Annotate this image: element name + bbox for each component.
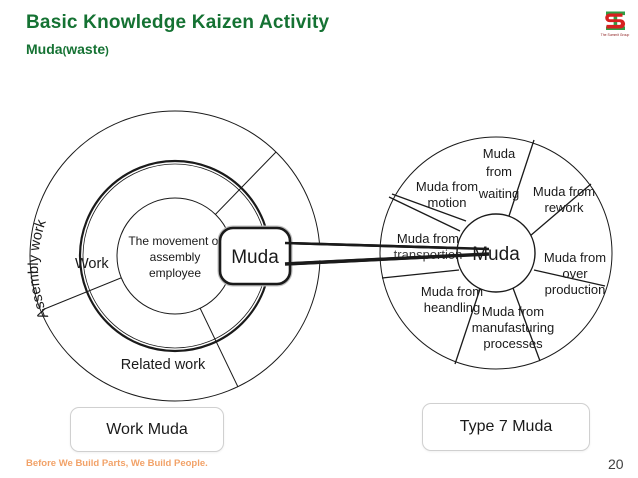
segment-over-production-line-2: over [562, 266, 588, 281]
segment-motion-line-1: Muda from [416, 179, 478, 194]
segment-manufacturing-processes[interactable]: Muda from manufasturing processes [472, 304, 554, 351]
left-muda-callout-box[interactable] [218, 226, 292, 286]
segment-handling[interactable]: Muda from heandling [421, 284, 483, 315]
left-muda-callout[interactable]: Muda [217, 225, 293, 287]
right-spoke-1 [508, 139, 535, 217]
left-outer-label-assembly: Assembly work [26, 217, 52, 321]
segment-waiting[interactable]: Muda from waiting [478, 146, 519, 201]
left-outer-label-assembly-path: Assembly work [26, 217, 52, 321]
right-spoke-5 [454, 288, 481, 365]
segment-over-production-line-3: production [545, 282, 606, 297]
segment-manufacturing-line-3: processes [483, 336, 543, 351]
segment-motion-line-2: motion [427, 195, 466, 210]
connector-arm-bottom-overlay [284, 252, 490, 266]
right-outer-circle [379, 136, 613, 370]
subtitle-word: waste [66, 41, 106, 57]
left-center-line-1: The movement of [128, 234, 222, 248]
segment-rework-line-1: Muda from [533, 184, 595, 199]
segment-rework-line-2: rework [544, 200, 584, 215]
right-spokes [381, 139, 606, 365]
right-spoke-3 [533, 269, 606, 287]
left-outer-label-related: Related work [121, 357, 206, 373]
segment-waiting-line-2: from [486, 164, 512, 179]
right-wheel-group: Muda Muda from waiting Muda from rework … [379, 136, 613, 370]
segment-over-production-line-1: Muda from [544, 250, 606, 265]
right-spoke-6 [381, 269, 460, 279]
subtitle-main: Muda [26, 41, 63, 57]
segment-rework[interactable]: Muda from rework [533, 184, 595, 215]
page-subtitle: Muda(waste) [26, 41, 109, 58]
page-number: 20 [608, 456, 624, 472]
type-7-muda-label-box[interactable]: Type 7 Muda [422, 403, 590, 451]
left-center-line-3: employee [149, 266, 201, 280]
segment-waiting-line-1: Muda [483, 146, 516, 161]
work-muda-label-box[interactable]: Work Muda [70, 407, 224, 452]
left-center-line-2: assembly [150, 250, 201, 264]
logo-caption: The Summit Group [600, 33, 630, 37]
segment-transportation-line-1: Muda from [397, 231, 459, 246]
logo-mark [605, 11, 626, 30]
left-inner-ring-label: Work [75, 256, 109, 272]
segment-manufacturing-line-1: Muda from [482, 304, 544, 319]
segment-manufacturing-line-2: manufasturing [472, 320, 554, 335]
segment-over-production[interactable]: Muda from over production [544, 250, 606, 297]
segment-handling-line-2: heandling [424, 300, 480, 315]
segment-handling-line-1: Muda from [421, 284, 483, 299]
right-spoke-4 [512, 287, 541, 362]
right-spoke-7b [391, 193, 467, 222]
company-logo: The Summit Group [597, 6, 633, 42]
subtitle-close-paren: ) [105, 45, 109, 57]
muda-connector-overlay [284, 241, 490, 266]
right-spoke-2 [529, 183, 592, 237]
segment-waiting-line-3: waiting [478, 186, 519, 201]
subtitle-open-paren: ( [62, 45, 67, 57]
footer-tagline: Before We Build Parts, We Build People. [26, 458, 208, 469]
right-spoke-7 [388, 196, 461, 232]
right-hub-circle [456, 213, 536, 293]
segment-motion[interactable]: Muda from motion [416, 179, 478, 210]
connector-arm-top-overlay [284, 241, 490, 251]
left-muda-callout-label: Muda [231, 247, 279, 268]
page-title: Basic Knowledge Kaizen Activity [26, 12, 330, 33]
